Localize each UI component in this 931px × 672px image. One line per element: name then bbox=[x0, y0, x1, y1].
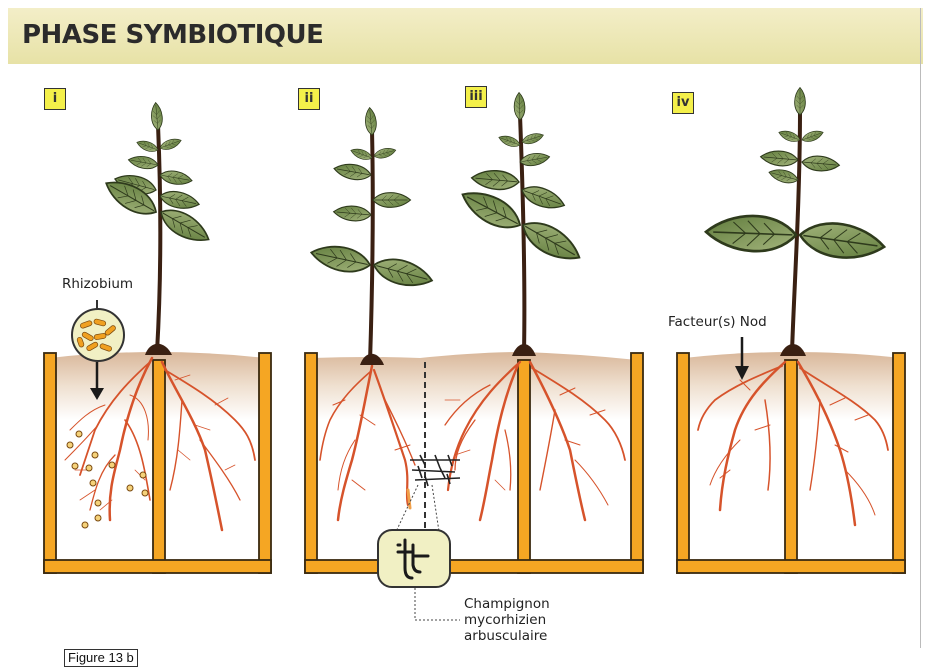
fungus-label-line-2: mycorhizien bbox=[464, 612, 550, 628]
rhizobium-label: Rhizobium bbox=[62, 276, 133, 292]
panel-label-iv: iv bbox=[672, 92, 694, 114]
plant-panel-ii bbox=[309, 107, 435, 365]
soil-layer bbox=[50, 352, 900, 420]
figure-caption: Figure 13 b bbox=[64, 649, 138, 667]
nod-factor-label: Facteur(s) Nod bbox=[668, 314, 767, 330]
panel-label-iii: iii bbox=[465, 86, 487, 108]
fungus-label-line-3: arbusculaire bbox=[464, 628, 550, 644]
fungus-zoom-bubble bbox=[378, 530, 450, 587]
plant-panel-iii bbox=[457, 92, 586, 356]
fungus-label-line-1: Champignon bbox=[464, 596, 550, 612]
panel-label-ii: ii bbox=[298, 88, 320, 110]
fungal-hyphae bbox=[410, 455, 460, 486]
panel-label-i: i bbox=[44, 88, 66, 110]
fungus-label: Champignon mycorhizien arbusculaire bbox=[464, 596, 550, 644]
